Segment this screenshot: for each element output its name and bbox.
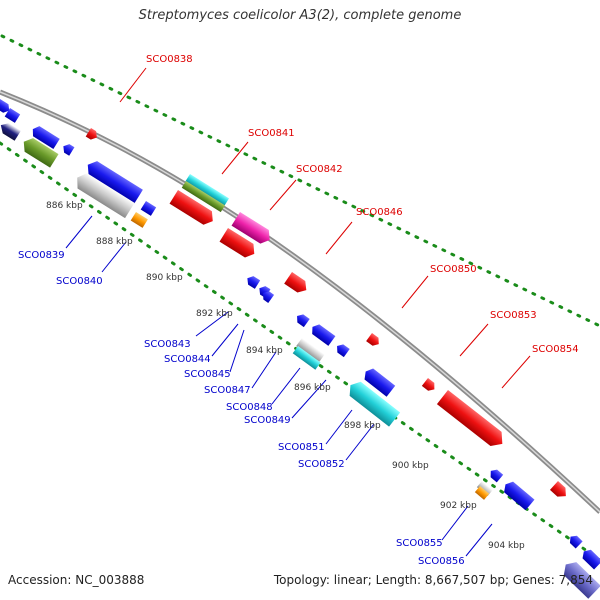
kbp-label: 894 kbp [246,346,283,356]
gene-forward[interactable] [549,481,570,501]
gene-reverse[interactable] [580,547,600,570]
kbp-markers: 886 kbp 888 kbp 890 kbp 892 kbp 894 kbp … [46,201,525,551]
forward-label-leaders [119,67,531,389]
genome-stats: Topology: linear; Length: 8,667,507 bp; … [274,573,593,587]
gene-label-reverse[interactable]: SCO0843 [144,339,191,350]
kbp-label: 898 kbp [344,421,381,431]
gene-label-reverse[interactable]: SCO0856 [418,556,465,567]
gene-reverse[interactable] [4,108,21,123]
gene-label-reverse[interactable]: SCO0839 [18,250,65,261]
gene-label-forward[interactable]: SCO0854 [532,344,579,355]
gene-label-reverse[interactable]: SCO0851 [278,442,325,453]
gene-reverse[interactable] [296,338,325,363]
gene-label-forward[interactable]: SCO0841 [248,128,295,139]
gene-label-reverse[interactable]: SCO0845 [184,369,231,380]
kbp-label: 888 kbp [96,237,133,247]
gene-label-reverse[interactable]: SCO0848 [226,402,273,413]
gene-forward[interactable] [185,174,230,207]
gene-label-reverse[interactable]: SCO0852 [298,459,345,470]
kbp-label: 892 kbp [196,309,233,319]
gene-label-reverse[interactable]: SCO0849 [244,415,291,426]
gene-reverse[interactable] [0,120,21,141]
gene-forward[interactable] [436,390,508,451]
gene-reverse[interactable] [130,212,148,228]
gene-reverse[interactable] [61,142,75,156]
gene-label-forward[interactable]: SCO0846 [356,207,403,218]
gene-forward[interactable] [421,378,438,393]
gene-label-reverse[interactable]: SCO0844 [164,354,211,365]
kbp-label: 890 kbp [146,273,183,283]
track-outer-upper [0,34,600,328]
gene-reverse[interactable] [245,274,261,289]
gene-reverse[interactable] [72,170,135,219]
reverse-label-leaders [65,215,493,557]
gene-reverse[interactable] [294,312,310,328]
kbp-label: 902 kbp [440,501,477,511]
gene-reverse[interactable] [84,158,143,204]
gene-label-forward[interactable]: SCO0838 [146,54,193,65]
gene-forward[interactable] [366,333,382,348]
gene-label-forward[interactable]: SCO0842 [296,164,343,175]
gene-reverse[interactable] [476,481,493,497]
gene-reverse[interactable] [334,342,350,358]
gene-forward[interactable] [284,272,310,296]
gene-reverse[interactable] [260,289,275,303]
gene-label-reverse[interactable]: SCO0840 [56,276,103,287]
gene-forward[interactable] [85,128,100,142]
length-text: Length: 8,667,507 bp; [375,573,510,587]
gene-forward[interactable] [219,228,259,261]
forward-strand-genes [85,128,570,501]
gene-reverse[interactable] [140,201,157,216]
genome-title: Streptomyces coelicolor A3(2), complete … [138,8,462,23]
gene-label-forward[interactable]: SCO0850 [430,264,477,275]
genes-count-text: Genes: 7,854 [512,573,593,587]
gene-reverse[interactable] [559,558,600,599]
forward-gene-labels: SCO0838 SCO0841 SCO0842 SCO0846 SCO0850 … [146,54,579,355]
gene-reverse[interactable] [345,378,401,427]
gene-reverse[interactable] [292,346,321,370]
gene-reverse[interactable] [361,366,396,397]
gene-label-reverse[interactable]: SCO0855 [396,538,443,549]
gene-forward[interactable] [169,190,217,228]
gene-reverse[interactable] [309,322,336,346]
gene-reverse[interactable] [488,467,504,483]
gene-label-reverse[interactable]: SCO0847 [204,385,251,396]
reverse-strand-genes [0,99,600,599]
gene-reverse[interactable] [501,479,535,511]
kbp-label: 886 kbp [46,201,83,211]
kbp-label: 900 kbp [392,461,429,471]
gene-reverse[interactable] [20,135,59,168]
topology-text: Topology: linear; [273,573,372,587]
gene-forward[interactable] [181,181,226,213]
gene-forward[interactable] [231,212,274,247]
gene-reverse[interactable] [0,99,12,115]
track-outer-lower [0,141,600,562]
gene-reverse[interactable] [474,486,490,500]
gene-reverse[interactable] [30,124,60,150]
gene-label-forward[interactable]: SCO0853 [490,310,537,321]
accession-label: Accession: NC_003888 [8,573,145,587]
kbp-label: 904 kbp [488,541,525,551]
gene-reverse[interactable] [567,533,583,549]
gene-reverse[interactable] [257,284,271,298]
reverse-gene-labels: SCO0839 SCO0840 SCO0843 SCO0844 SCO0845 … [18,250,465,567]
kbp-label: 896 kbp [294,383,331,393]
